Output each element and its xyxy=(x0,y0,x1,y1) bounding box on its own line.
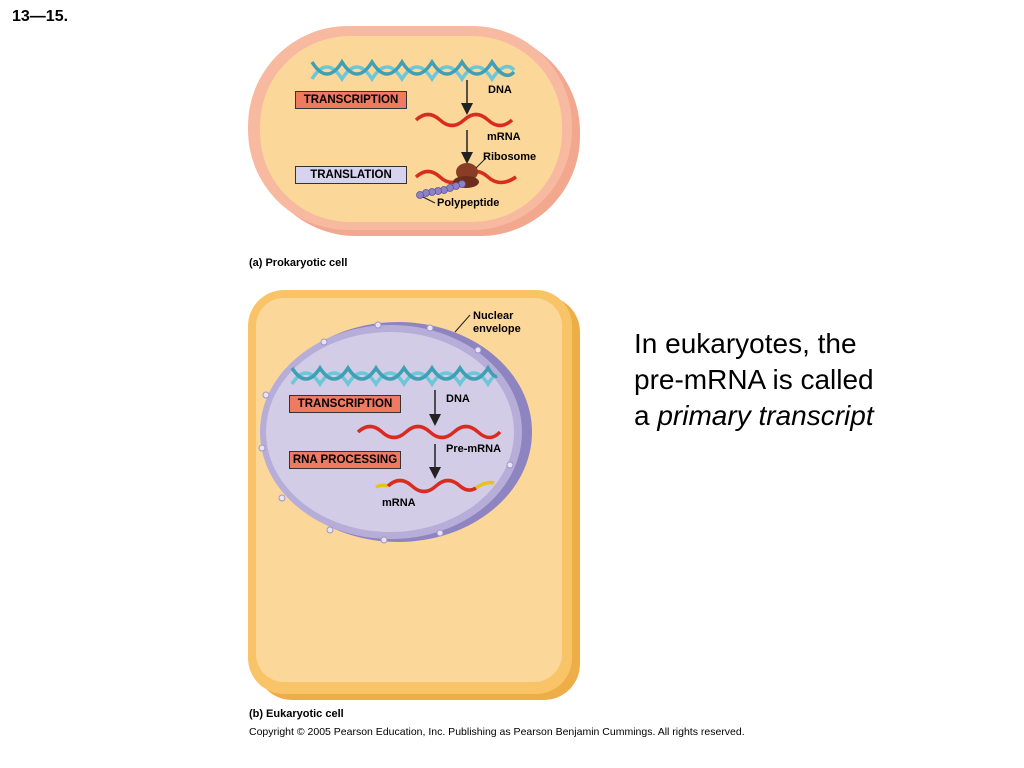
ribosome-label: Ribosome xyxy=(483,151,537,163)
nucleus xyxy=(260,322,532,542)
body-line-3-prefix: a xyxy=(634,400,658,431)
pre-mrna-strand xyxy=(356,424,502,440)
nuclear-envelope-line2: envelope xyxy=(473,323,521,335)
nuclear-envelope-leader-line xyxy=(454,314,471,333)
caption-prokaryotic: (a)Prokaryotic cell xyxy=(249,257,347,269)
dna-helix-eukaryote xyxy=(290,364,498,388)
polypeptide-leader-line xyxy=(422,196,436,204)
prokaryotic-cell xyxy=(248,26,580,236)
mrna-strand-eukaryote xyxy=(375,478,495,494)
dna-label-eukaryote: DNA xyxy=(446,393,470,405)
slide-number: 13—15. xyxy=(12,8,69,25)
transcription-label-box: TRANSCRIPTION xyxy=(295,91,407,109)
caption-tag-a: (a) xyxy=(249,257,263,269)
primary-transcript-emphasis: primary transcript xyxy=(657,400,874,431)
ribosome-leader-line xyxy=(475,157,487,169)
copyright-notice: Copyright © 2005 Pearson Education, Inc.… xyxy=(249,726,745,738)
transcription-label-box-eukaryote: TRANSCRIPTION xyxy=(289,395,401,413)
caption-text-b: Eukaryotic cell xyxy=(266,708,344,720)
polypeptide-label: Polypeptide xyxy=(437,197,500,209)
rna-processing-label-box: RNA PROCESSING xyxy=(289,451,401,469)
pre-mrna-label: Pre-mRNA xyxy=(446,443,502,455)
polypeptide-chain xyxy=(416,180,466,199)
body-line-2: pre-mRNA is called xyxy=(634,364,874,395)
nuclear-pores xyxy=(258,321,514,544)
caption-eukaryotic: (b)Eukaryotic cell xyxy=(249,708,344,720)
nuclear-envelope-label: Nuclear envelope xyxy=(473,310,521,336)
translation-label-box: TRANSLATION xyxy=(295,166,407,184)
caption-tag-b: (b) xyxy=(249,708,264,720)
dna-helix-prokaryote xyxy=(310,58,516,83)
body-line-3: a primary transcript xyxy=(634,398,1014,434)
caption-text-a: Prokaryotic cell xyxy=(265,257,348,269)
nuclear-envelope-line1: Nuclear xyxy=(473,310,514,322)
dna-label: DNA xyxy=(488,84,512,96)
mrna-label-eukaryote: mRNA xyxy=(382,497,416,509)
body-line-1: In eukaryotes, the xyxy=(634,328,857,359)
slide-body-text: In eukaryotes, the pre-mRNA is called a … xyxy=(634,326,1014,434)
mrna-label: mRNA xyxy=(487,131,521,143)
mrna-strand-prokaryote xyxy=(414,112,514,128)
